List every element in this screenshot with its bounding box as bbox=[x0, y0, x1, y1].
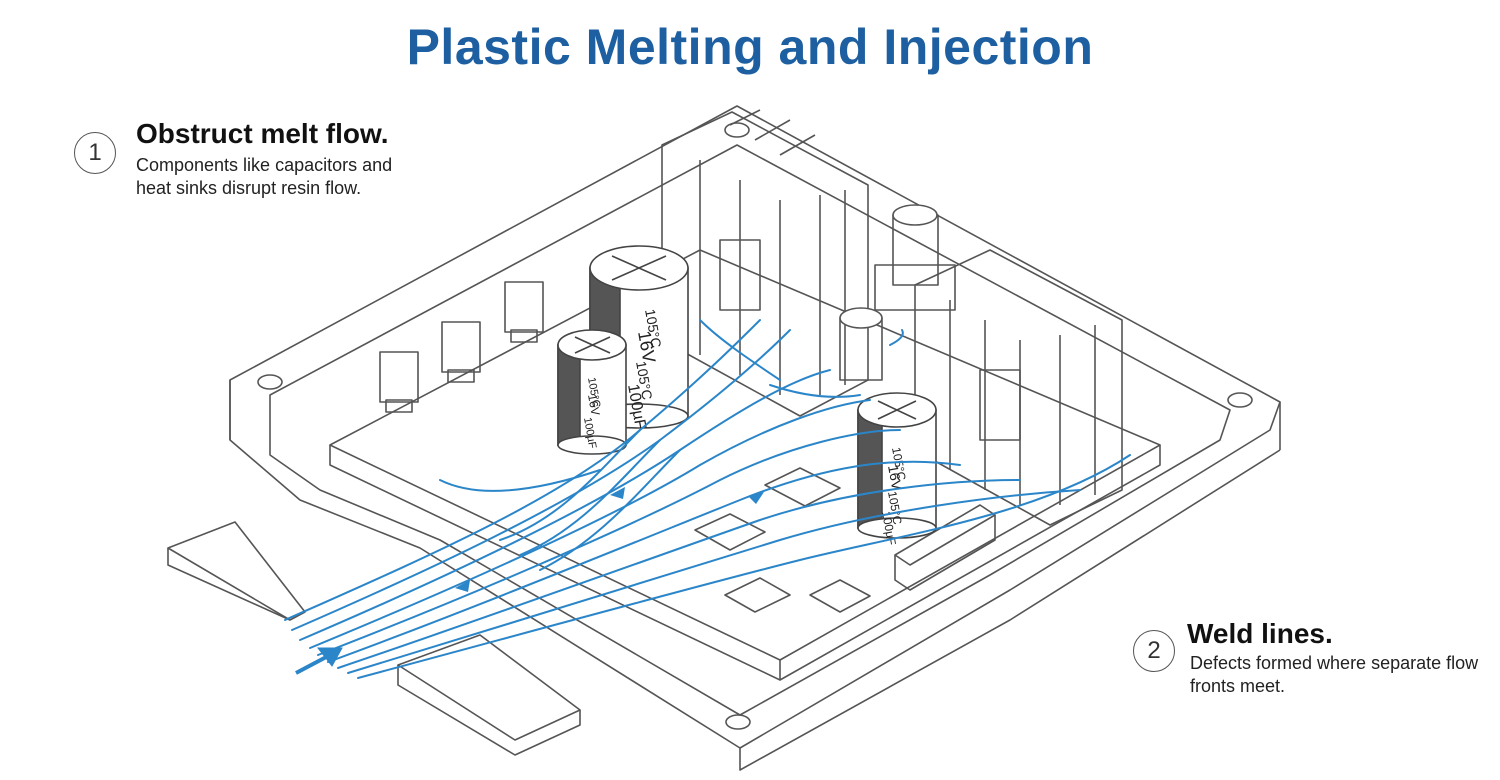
capacitor-icon bbox=[874, 204, 956, 311]
capacitor-label: 16V bbox=[585, 393, 602, 416]
page-title: Plastic Melting and Injection bbox=[406, 19, 1094, 75]
callout-number-badge: 2 bbox=[1133, 630, 1175, 672]
chip-icon bbox=[809, 579, 871, 613]
chip-icon bbox=[694, 513, 766, 551]
callout-number-badge: 1 bbox=[74, 132, 116, 174]
capacitor-label: 105°C bbox=[585, 376, 602, 408]
capacitor-label: 105°C bbox=[642, 308, 665, 349]
capacitor-label: 105°C bbox=[889, 446, 909, 482]
transistor-icon bbox=[379, 351, 419, 413]
mold-housing-inner bbox=[269, 144, 1231, 716]
chip-icon bbox=[764, 467, 841, 507]
mount-hole bbox=[724, 122, 750, 138]
flow-arrow-icon bbox=[455, 487, 764, 592]
mount-hole bbox=[1227, 392, 1253, 408]
capacitor-small-right: 105°C 16V 105°C 100µF bbox=[857, 392, 937, 546]
capacitor-label: 105°C bbox=[633, 360, 656, 401]
capacitor-label: 105°C bbox=[885, 490, 905, 526]
capacitor-label: 100µF bbox=[879, 510, 899, 546]
transistor-icon bbox=[504, 281, 544, 343]
transistor-icon bbox=[719, 239, 761, 311]
callout-description: Components like capacitors and heat sink… bbox=[136, 155, 393, 198]
capacitor-label: 16V bbox=[885, 464, 905, 492]
resin-flow-lines bbox=[284, 319, 1131, 679]
capacitor-label: 100µF bbox=[581, 416, 598, 449]
runner-plate-left bbox=[167, 521, 306, 621]
callout-heading: Weld lines. bbox=[1187, 618, 1333, 649]
transistor-icon bbox=[979, 369, 1021, 441]
capacitor-icon bbox=[839, 307, 883, 381]
callout-description: Defects formed where separate flow front… bbox=[1190, 653, 1479, 696]
mold-housing-outer bbox=[229, 105, 1281, 749]
callout-heading: Obstruct melt flow. bbox=[136, 118, 389, 149]
transistor-icon bbox=[441, 321, 481, 383]
flow-arrow-icon bbox=[295, 647, 343, 675]
mount-hole bbox=[257, 374, 283, 390]
mount-hole bbox=[725, 714, 751, 730]
chip-icon bbox=[724, 577, 791, 613]
pcb-board bbox=[329, 249, 1161, 661]
runner-plate-right bbox=[397, 634, 581, 741]
capacitor-small-left: 105°C 16V 100µF bbox=[557, 329, 627, 455]
